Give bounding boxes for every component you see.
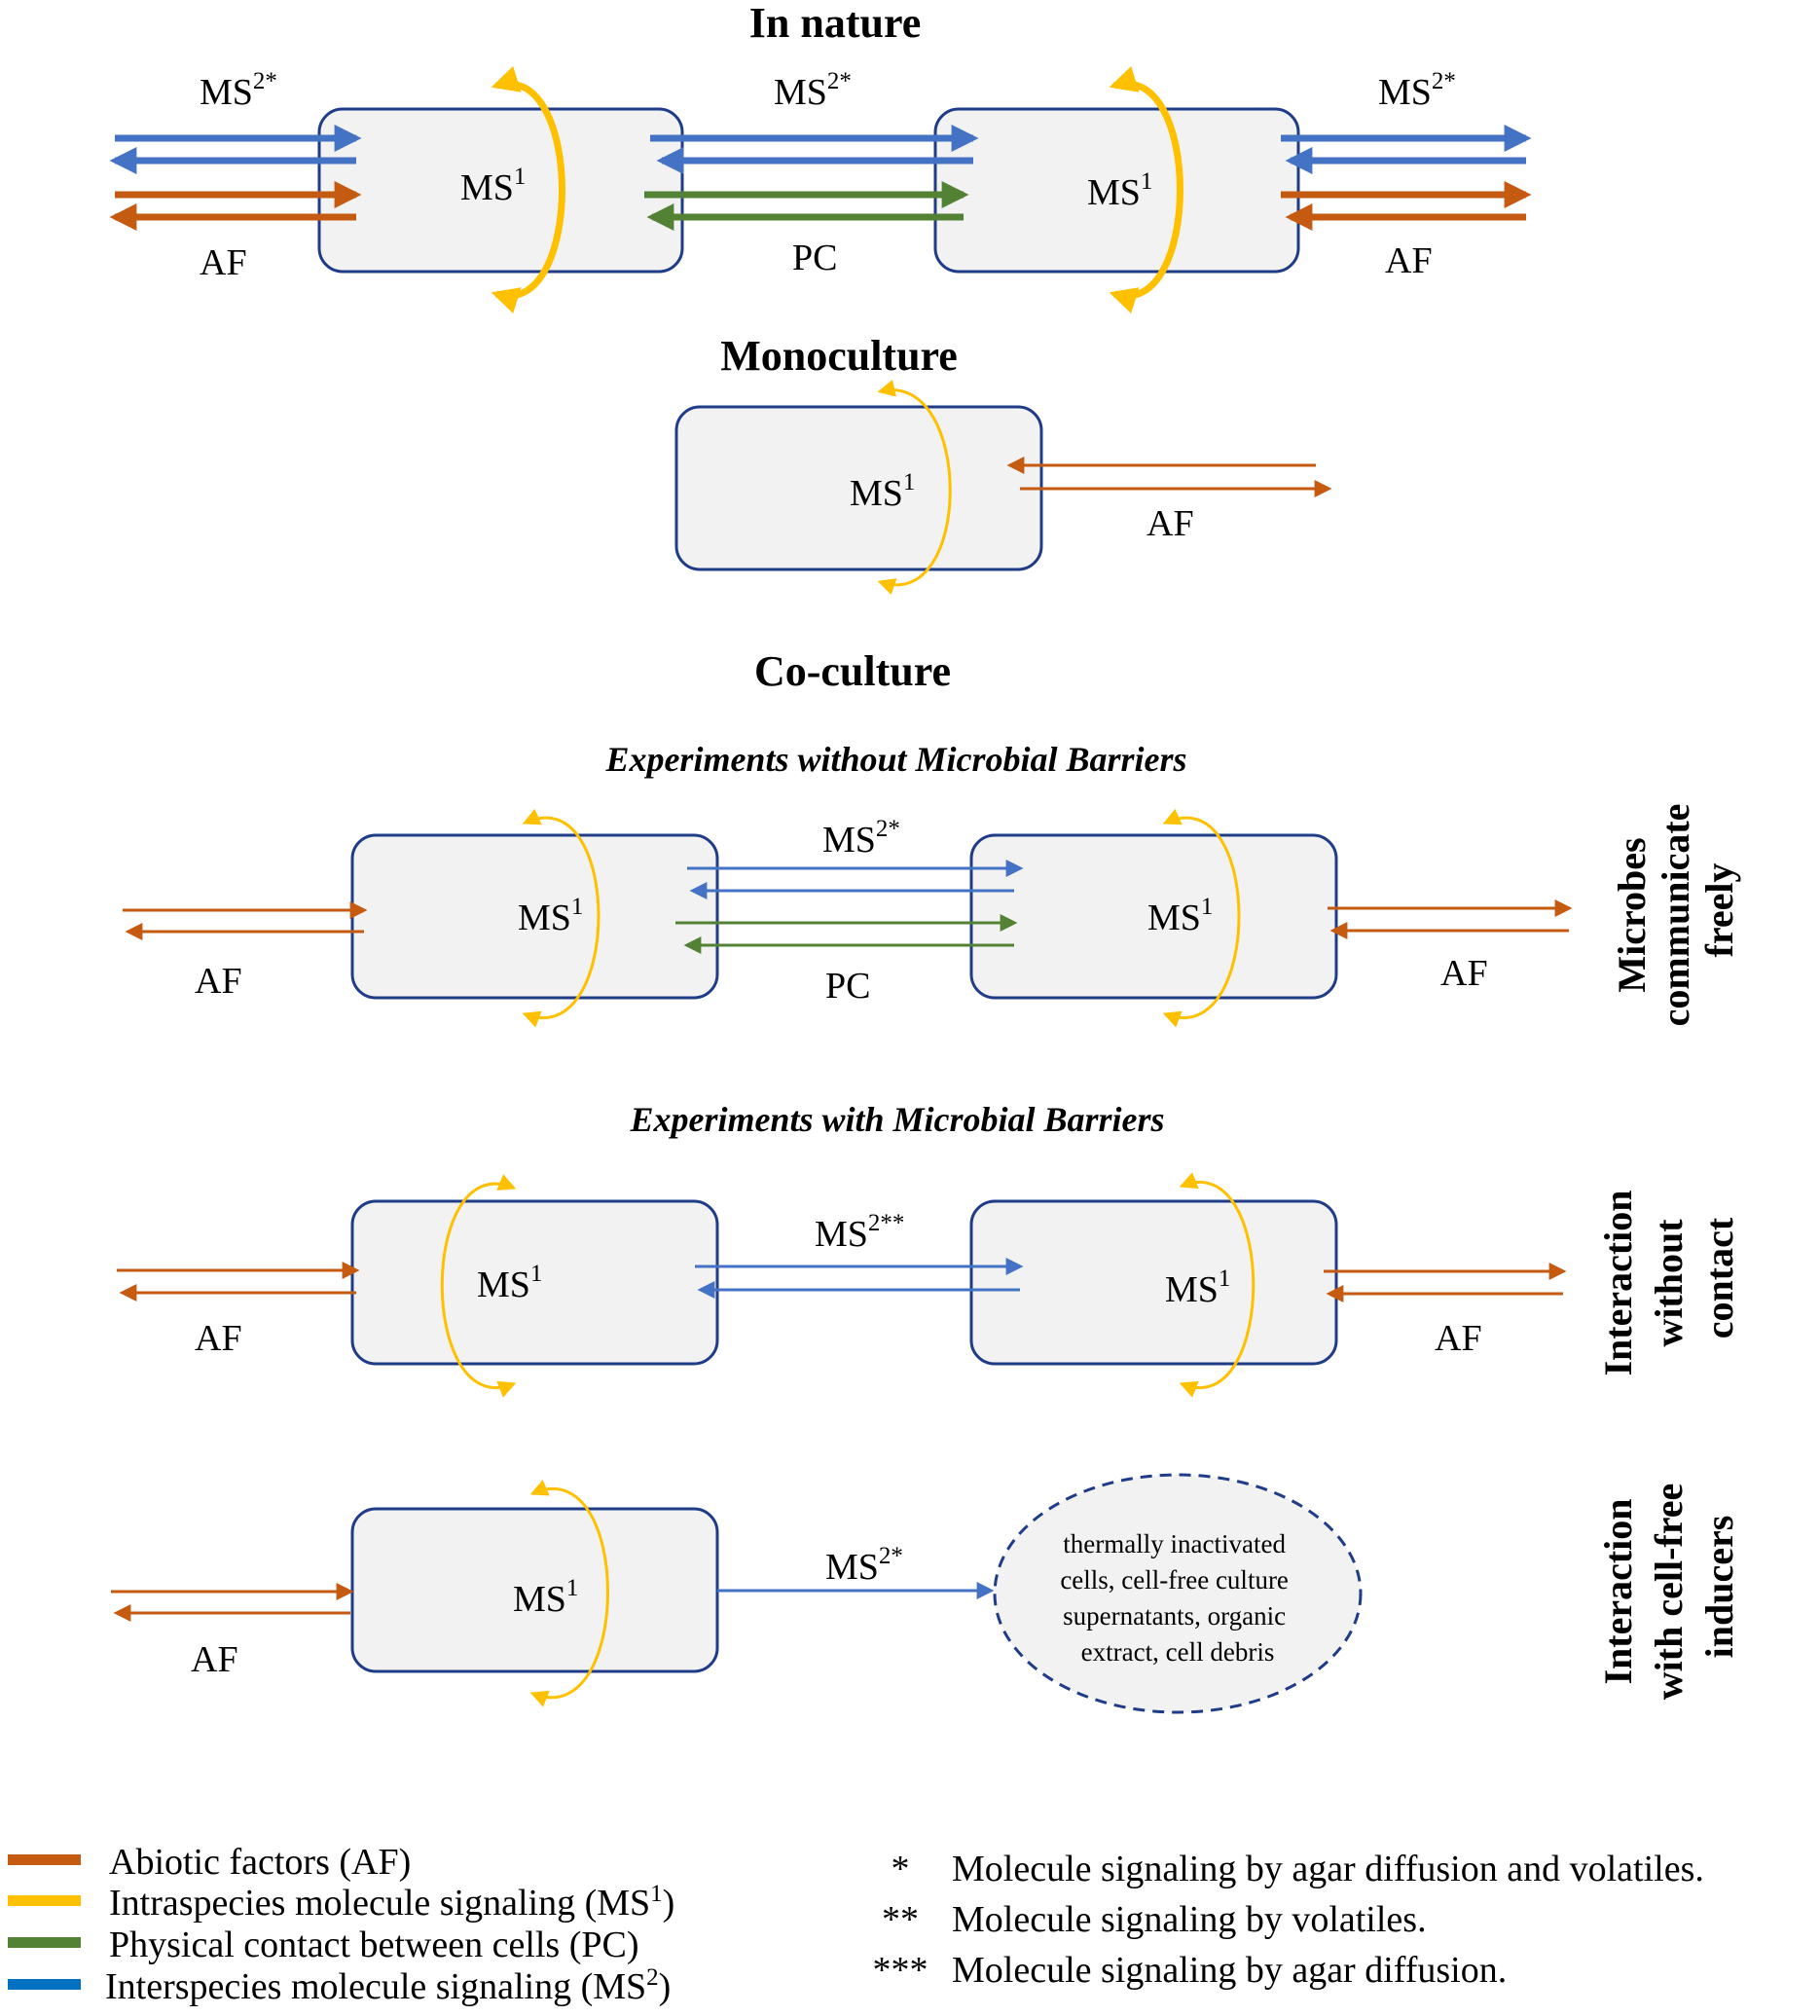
side-label-without-contact: Interaction without contact [1596, 1180, 1741, 1375]
legend-item-ms2: Interspecies molecule signaling (MS2) [8, 1964, 671, 2007]
nature-left-ms2-arrows [109, 125, 362, 174]
cellfree-ms1-loop [529, 1480, 609, 1707]
nature-right-af-arrows [1281, 181, 1532, 231]
side-label-cell-free-inducers: Interaction with cell-free inducers [1596, 1474, 1741, 1700]
barrier-ms2-label: MS2** [815, 1210, 904, 1255]
nature-middle-ms2-arrows [650, 125, 979, 174]
barrier-right-af-label: AF [1435, 1318, 1482, 1359]
monoculture-af-label: AF [1147, 503, 1194, 544]
nature-right-ms2-arrows [1281, 125, 1532, 174]
free-ms2-label: MS2* [822, 816, 900, 861]
nature-middle-pc-arrows [644, 181, 969, 231]
footnote-mark-3: *** [873, 1950, 928, 1991]
cellfree-ms2-label: MS2* [825, 1543, 903, 1588]
free-left-ms1-loop [522, 808, 601, 1028]
free-middle-ms2-arrows [687, 860, 1024, 899]
legend-item-af: Abiotic factors (AF) [8, 1842, 411, 1883]
nature-left-af-arrows [109, 181, 362, 231]
footnote-text-2: Molecule signaling by volatiles. [952, 1899, 1427, 1940]
cellfree-af-label: AF [191, 1639, 238, 1680]
monoculture-ms1-label: MS1 [850, 469, 915, 514]
subtitle-without-barriers: Experiments without Microbial Barriers [604, 740, 1186, 779]
nature-right-af-label: AF [1385, 240, 1433, 281]
monoculture-af-arrows [1006, 457, 1332, 497]
free-pc-label: PC [825, 966, 870, 1007]
free-left-ms1-label: MS1 [518, 894, 583, 938]
svg-text:Physical contact between cells: Physical contact between cells (PC) [109, 1924, 639, 1965]
monoculture-ms1-loop [877, 380, 952, 596]
free-left-af-label: AF [195, 961, 242, 1002]
legend-item-pc: Physical contact between cells (PC) [8, 1924, 639, 1965]
side-label-communicate-freely: Microbes communicate freely [1610, 794, 1741, 1027]
nature-right-ms2-label: MS2* [1378, 68, 1456, 113]
nature-left-ms2-label: MS2* [200, 68, 277, 113]
nature-left-ms1-label: MS1 [460, 164, 526, 208]
legend-item-ms1: Intraspecies molecule signaling (MS1) [8, 1881, 674, 1924]
title-monoculture: Monoculture [720, 332, 958, 380]
free-right-af-arrows [1328, 899, 1573, 939]
nature-left-ms1-loop [491, 66, 565, 313]
nature-right-ms1-label: MS1 [1087, 168, 1152, 213]
nature-middle-ms2-label: MS2* [774, 68, 852, 113]
barrier-middle-ms2-arrows [695, 1258, 1024, 1299]
barrier-left-ms1-label: MS1 [477, 1261, 542, 1305]
free-right-ms1-label: MS1 [1147, 894, 1213, 938]
subtitle-with-barriers: Experiments with Microbial Barriers [629, 1100, 1164, 1139]
free-right-ms1-loop [1162, 808, 1241, 1028]
cellfree-ms1-label: MS1 [513, 1575, 578, 1620]
barrier-right-cell [969, 1199, 1338, 1366]
nature-pc-label: PC [792, 238, 837, 278]
barrier-left-af-arrows [117, 1262, 360, 1301]
footnote-mark-1: * [892, 1849, 910, 1889]
nature-left-af-label: AF [200, 242, 247, 283]
footnote-mark-2: ** [882, 1899, 919, 1940]
free-left-af-arrows [123, 901, 368, 940]
free-right-cell [969, 833, 1338, 1000]
footnote-text-1: Molecule signaling by agar diffusion and… [952, 1849, 1704, 1889]
inducers-ellipse [993, 1473, 1363, 1714]
footnotes: * Molecule signaling by agar diffusion a… [873, 1849, 1704, 1991]
footnote-text-3: Molecule signaling by agar diffusion. [952, 1950, 1507, 1991]
barrier-left-cell [350, 1199, 719, 1366]
svg-text:Intraspecies molecule signalin: Intraspecies molecule signaling (MS1) [109, 1881, 674, 1924]
legend: Abiotic factors (AF) Intraspecies molecu… [8, 1842, 674, 2007]
nature-right-ms1-loop [1109, 66, 1183, 313]
barrier-right-ms1-loop [1179, 1172, 1256, 1398]
svg-text:Interspecies molecule signalin: Interspecies molecule signaling (MS2) [105, 1964, 671, 2007]
barrier-right-ms1-label: MS1 [1165, 1265, 1230, 1310]
title-co-culture: Co-culture [754, 647, 951, 695]
barrier-left-ms1-loop [440, 1174, 517, 1398]
svg-text:Abiotic factors (AF): Abiotic factors (AF) [109, 1842, 411, 1883]
cellfree-af-arrows [111, 1583, 354, 1622]
title-in-nature: In nature [749, 0, 921, 47]
barrier-right-af-arrows [1324, 1263, 1567, 1302]
free-right-af-label: AF [1440, 953, 1488, 994]
free-middle-pc-arrows [675, 914, 1018, 954]
inducers-text: thermally inactivated cells, cell-free c… [1060, 1529, 1294, 1667]
barrier-left-af-label: AF [195, 1318, 242, 1359]
